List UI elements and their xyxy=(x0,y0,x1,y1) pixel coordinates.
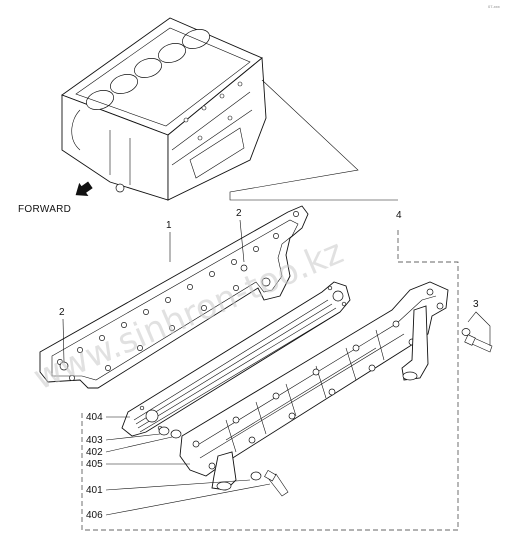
o-ring-403 xyxy=(158,426,170,436)
callout-403: 403 xyxy=(86,435,103,446)
forward-arrow-icon xyxy=(75,181,93,196)
callout-1: 1 xyxy=(166,220,172,231)
callout-4: 4 xyxy=(396,210,402,221)
bolt-3 xyxy=(464,334,493,353)
callout-404: 404 xyxy=(86,412,103,423)
oil-cooler-element xyxy=(121,281,351,437)
callout-402: 402 xyxy=(86,447,103,458)
assembly-bracket xyxy=(81,230,459,531)
callout-3: 3 xyxy=(473,299,479,310)
cover-gasket xyxy=(39,205,309,389)
o-ring-402 xyxy=(170,429,182,439)
washer-3 xyxy=(461,328,471,336)
callout-2-left: 2 xyxy=(59,307,65,318)
reference-leader-line xyxy=(229,79,398,201)
callout-406: 406 xyxy=(86,510,103,521)
callout-401: 401 xyxy=(86,485,103,496)
engine-block xyxy=(61,17,267,201)
washer-401 xyxy=(250,471,262,481)
bolt-406 xyxy=(264,469,289,497)
forward-label: FORWARD xyxy=(18,204,71,215)
corner-mark: 07-xxx xyxy=(488,4,500,9)
callout-405: 405 xyxy=(86,459,103,470)
callouts: 1 2 2 3 4 404 403 402 405 401 406 xyxy=(59,208,491,521)
callout-2-upper: 2 xyxy=(236,208,242,219)
oil-cooler-cover xyxy=(179,281,449,491)
